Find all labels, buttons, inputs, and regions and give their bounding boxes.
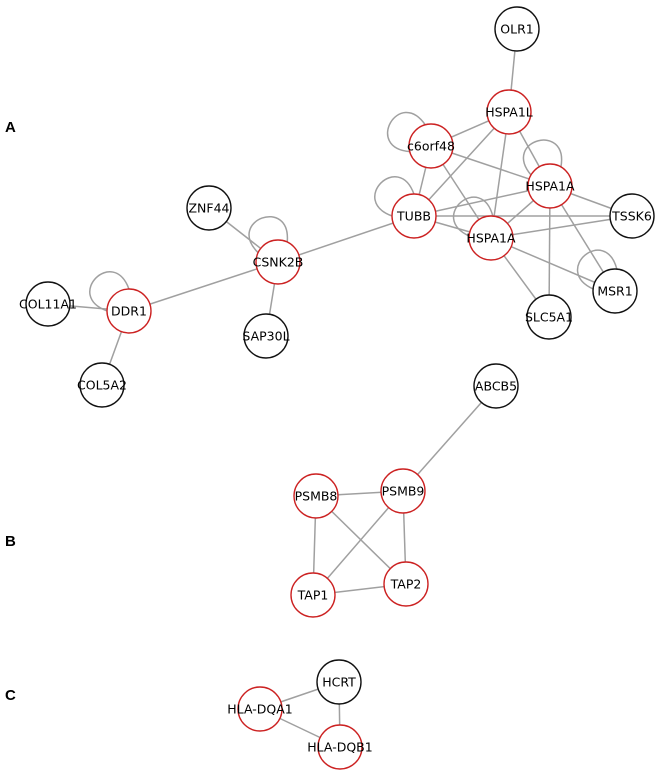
edge-tubb-csnk2b <box>277 215 415 263</box>
node-label: ZNF44 <box>188 201 229 216</box>
node-label: COL11A1 <box>19 297 77 312</box>
node-label: HSPA1A <box>525 179 575 194</box>
node-slc5a1: SLC5A1 <box>525 294 573 340</box>
node-circle <box>383 561 429 607</box>
node-label: MSR1 <box>597 284 632 299</box>
node-hla_dqb1: HLA-DQB1 <box>307 724 373 770</box>
node-circle <box>609 193 655 239</box>
edge-hspa1a_2-tssk6 <box>490 215 633 239</box>
node-label: TSSK6 <box>611 209 652 224</box>
edge-hspa1l-tubb <box>413 111 510 217</box>
node-circle <box>317 724 363 770</box>
node-label: HCRT <box>322 675 356 690</box>
edge-psmb9-tap1 <box>312 490 404 596</box>
node-label: TUBB <box>396 209 431 224</box>
node-tubb: TUBB <box>391 193 437 239</box>
node-hcrt: HCRT <box>316 659 362 705</box>
self-loop-c6orf48 <box>386 111 426 153</box>
node-label: PSMB9 <box>382 484 425 499</box>
node-hspa1a_2: HSPA1A <box>466 215 516 261</box>
node-label: HLA-DQA1 <box>227 702 292 717</box>
edge-layer <box>47 28 633 748</box>
node-circle <box>106 288 152 334</box>
node-col11a1: COL11A1 <box>19 281 77 327</box>
node-hspa1l: HSPA1L <box>485 89 533 135</box>
node-label: HLA-DQB1 <box>307 740 372 755</box>
node-label: OLR1 <box>500 22 533 37</box>
self-loop-hspa1a_1 <box>522 139 563 176</box>
panel-label-c: C <box>5 687 16 704</box>
self-loop-layer <box>89 111 618 312</box>
edge-abcb5-psmb9 <box>402 385 497 492</box>
panel-label-b: B <box>5 533 16 550</box>
node-circle <box>526 294 572 340</box>
node-sap30l: SAP30L <box>242 313 290 359</box>
node-csnk2b: CSNK2B <box>253 239 304 285</box>
node-circle <box>408 123 454 169</box>
node-circle <box>468 215 514 261</box>
node-msr1: MSR1 <box>592 268 638 314</box>
self-loop-ddr1 <box>89 271 130 312</box>
node-circle <box>290 572 336 618</box>
node-circle <box>293 473 339 519</box>
node-hla_dqa1: HLA-DQA1 <box>227 686 293 732</box>
node-circle <box>527 163 573 209</box>
node-label: SLC5A1 <box>525 310 573 325</box>
node-tssk6: TSSK6 <box>609 193 655 239</box>
node-psmb8: PSMB8 <box>293 473 339 519</box>
node-tap2: TAP2 <box>383 561 429 607</box>
self-loop-tubb <box>374 176 415 217</box>
node-label: PSMB8 <box>295 489 338 504</box>
node-circle <box>391 193 437 239</box>
node-circle <box>380 468 426 514</box>
self-loop-msr1 <box>576 249 618 290</box>
node-circle <box>79 362 125 408</box>
node-label: TAP2 <box>390 577 422 592</box>
node-label: COL5A2 <box>77 378 127 393</box>
node-psmb9: PSMB9 <box>380 468 426 514</box>
node-circle <box>316 659 362 705</box>
node-label: HSPA1A <box>466 231 516 246</box>
node-hspa1a_1: HSPA1A <box>525 163 575 209</box>
node-col5a2: COL5A2 <box>77 362 127 408</box>
node-znf44: ZNF44 <box>186 185 232 231</box>
node-circle <box>243 313 289 359</box>
node-circle <box>255 239 301 285</box>
node-label: DDR1 <box>111 304 147 319</box>
panel-label-a: A <box>5 119 16 136</box>
node-c6orf48: c6orf48 <box>407 123 455 169</box>
node-circle <box>473 363 519 409</box>
edge-csnk2b-ddr1 <box>128 261 279 312</box>
node-tap1: TAP1 <box>290 572 336 618</box>
node-circle <box>237 686 283 732</box>
node-ddr1: DDR1 <box>106 288 152 334</box>
node-label: CSNK2B <box>253 255 304 270</box>
node-olr1: OLR1 <box>494 6 540 52</box>
node-label: SAP30L <box>242 329 289 344</box>
node-label: c6orf48 <box>407 139 455 154</box>
node-abcb5: ABCB5 <box>473 363 519 409</box>
node-circle <box>486 89 532 135</box>
node-circle <box>186 185 232 231</box>
edge-tubb-hspa1a_1 <box>413 185 551 217</box>
node-label: HSPA1L <box>485 105 533 120</box>
node-circle <box>25 281 71 327</box>
node-circle <box>592 268 638 314</box>
node-label: ABCB5 <box>475 379 517 394</box>
self-loop-csnk2b <box>248 215 288 254</box>
node-label: TAP1 <box>297 588 329 603</box>
node-circle <box>494 6 540 52</box>
